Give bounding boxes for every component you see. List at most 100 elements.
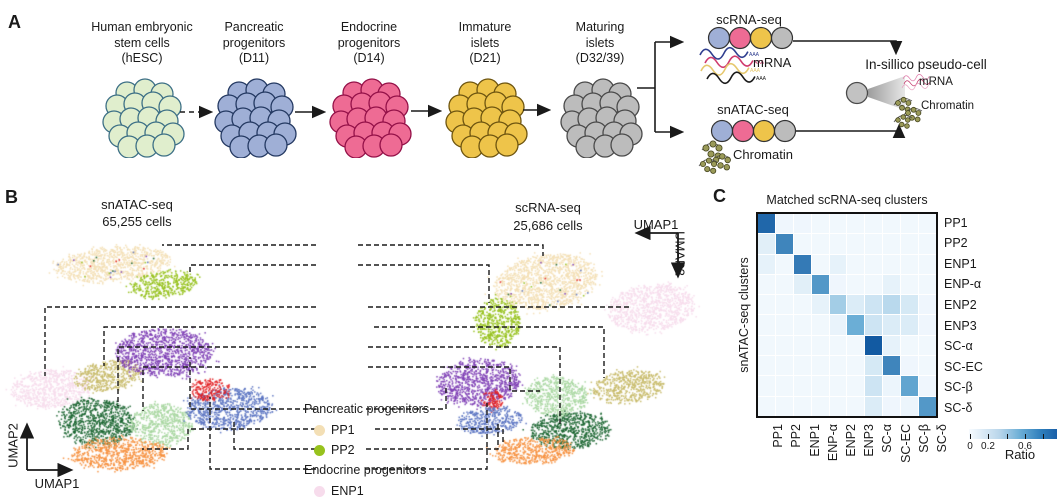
heatmap-row-label: PP1	[944, 215, 968, 230]
heatmap-cell	[829, 274, 847, 295]
heatmap-cell	[847, 356, 865, 376]
legend-item-label: ENP1	[331, 484, 364, 498]
heatmap-cell	[883, 396, 901, 416]
heatmap-cell	[775, 315, 793, 335]
heatmap-cell	[901, 254, 919, 274]
heatmap-cell	[758, 376, 775, 396]
heatmap-cell	[847, 376, 865, 396]
heatmap-cell	[901, 335, 919, 356]
heatmap-cell	[919, 396, 936, 416]
heatmap-cell	[883, 356, 901, 376]
scrna-cell-count: 25,686 cells	[513, 218, 583, 233]
snatac-cell-count: 65,255 cells	[102, 214, 172, 229]
heatmap-cell	[883, 234, 901, 254]
cell-cluster-icon	[445, 78, 528, 158]
heatmap-cell	[811, 274, 829, 295]
colorbar-label: Ratio	[1004, 447, 1036, 462]
heatmap-cell	[793, 254, 811, 274]
svg-text:AAA: AAA	[756, 76, 767, 82]
heatmap-cell	[847, 295, 865, 315]
cell-cluster-icon	[329, 78, 412, 158]
heatmap-cell	[865, 335, 883, 356]
heatmap-cell	[758, 335, 775, 356]
heatmap-cell	[758, 295, 775, 315]
heatmap-cell	[901, 214, 919, 234]
heatmap-cell	[901, 234, 919, 254]
heatmap-cell	[758, 214, 775, 234]
heatmap-column-label: PP2	[789, 424, 804, 448]
pseudocell-chromatin-icon	[893, 96, 923, 129]
heatmap-row-label: SC-δ	[944, 400, 973, 415]
heatmap-cell	[865, 234, 883, 254]
heatmap-cell	[811, 295, 829, 315]
heatmap-cell	[865, 274, 883, 295]
heatmap-cell	[919, 254, 936, 274]
heatmap-cell	[919, 376, 936, 396]
chromatin-icon	[698, 140, 731, 174]
legend-dot	[314, 424, 325, 436]
heatmap-cell	[758, 315, 775, 335]
stage-arrows	[180, 35, 906, 139]
arrow-snatac-to-pseudocell	[794, 123, 906, 139]
heatmap-cell	[847, 335, 865, 356]
heatmap-cell	[883, 295, 901, 315]
heatmap-cell	[793, 335, 811, 356]
legend-dot	[314, 485, 325, 497]
heatmap-cell	[811, 234, 829, 254]
svg-text:AAA: AAA	[749, 52, 760, 58]
colorbar-tick	[988, 434, 989, 439]
heatmap-column-label: SC-δ	[934, 424, 949, 453]
heatmap-cell	[865, 376, 883, 396]
heatmap-cell	[775, 295, 793, 315]
cell-cluster-icon	[214, 78, 297, 158]
legend-item-label: PP1	[331, 423, 355, 437]
heatmap-row-label: ENP-α	[944, 277, 982, 292]
heatmap-cell	[865, 396, 883, 416]
legend-dot	[314, 444, 325, 456]
heatmap-cell	[775, 335, 793, 356]
heatmap-row-label: PP2	[944, 236, 968, 251]
cell-cluster-icon	[102, 78, 185, 158]
cluster-connector-lines	[44, 244, 632, 470]
scrna-umap-title: scRNA-seq	[515, 200, 581, 215]
heatmap-column-label: SC-β	[916, 424, 931, 453]
svg-text:AAA: AAA	[750, 68, 761, 74]
heatmap-title: Matched scRNA-seq clusters	[766, 193, 928, 207]
heatmap-cell	[829, 234, 847, 254]
heatmap-cell	[829, 315, 847, 335]
heatmap-cell	[829, 396, 847, 416]
pseudocell-circle	[845, 81, 869, 105]
legend-item: PP2	[302, 440, 442, 460]
heatmap-cell	[793, 214, 811, 234]
heatmap-cell	[919, 335, 936, 356]
cluster-match-heatmap	[756, 212, 938, 418]
heatmap-cell	[901, 315, 919, 335]
colorbar	[969, 429, 1057, 439]
umap-axes-right	[634, 225, 686, 279]
pseudocell-chromatin-label: Chromatin	[921, 100, 975, 112]
pseudocell-title: In-sillico pseudo-cell	[865, 57, 987, 72]
pseudocell-mrna-label: mRNA	[919, 76, 953, 88]
heatmap-cell	[883, 315, 901, 335]
heatmap-cell	[775, 396, 793, 416]
mrna-label: mRNA	[753, 55, 792, 70]
heatmap-cell	[847, 234, 865, 254]
heatmap-cell	[793, 274, 811, 295]
snatac-umap-title: snATAC-seq	[101, 197, 173, 212]
heatmap-cell	[829, 295, 847, 315]
heatmap-cell	[775, 234, 793, 254]
heatmap-cell	[865, 315, 883, 335]
heatmap-cell	[847, 214, 865, 234]
colorbar-tick	[1007, 434, 1008, 439]
heatmap-column-label: ENP-α	[825, 424, 840, 462]
heatmap-cell	[829, 214, 847, 234]
heatmap-cell	[865, 214, 883, 234]
colorbar-tick	[970, 434, 971, 439]
heatmap-cell	[811, 335, 829, 356]
heatmap-cell	[919, 315, 936, 335]
